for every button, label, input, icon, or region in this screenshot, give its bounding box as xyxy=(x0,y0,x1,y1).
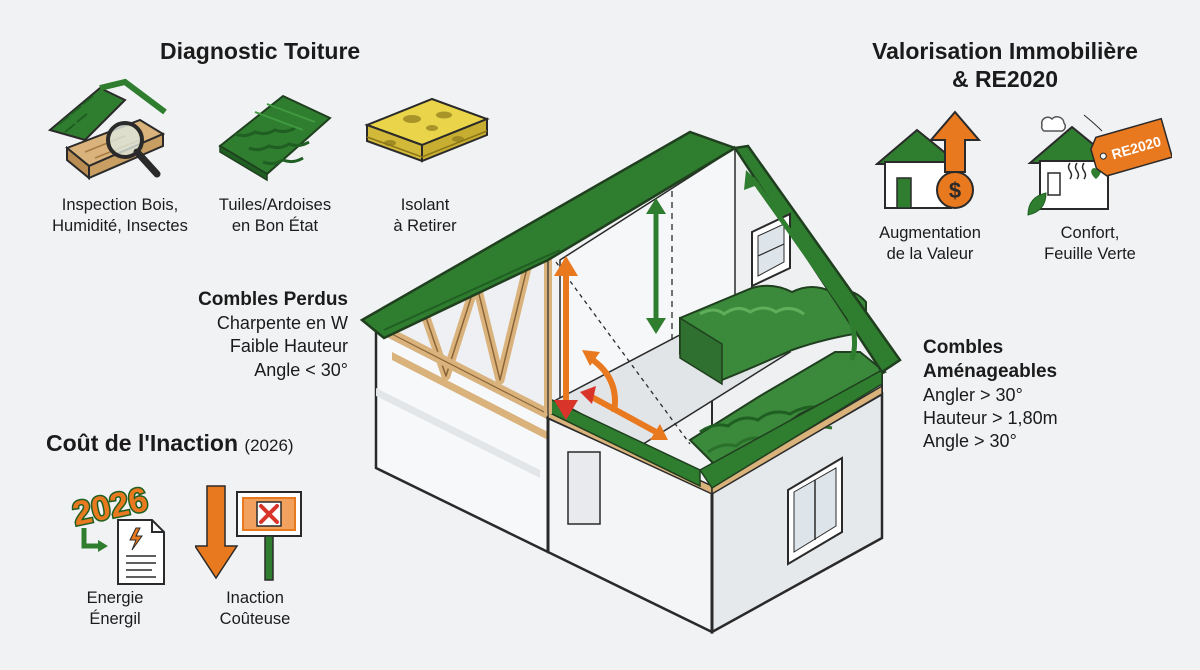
insulation-roll xyxy=(679,284,867,382)
wood-inspection-icon xyxy=(47,78,167,181)
angle-arc-arrow xyxy=(582,350,618,413)
combles-amenageables-block: Combles Aménageables Angler > 30° Hauteu… xyxy=(923,336,1163,454)
floor-beam-left xyxy=(392,352,548,440)
interior-doorway xyxy=(567,451,601,525)
house-value-up-icon: $ xyxy=(875,110,982,209)
label-insulation: Isolant à Retirer xyxy=(393,196,457,236)
window-side xyxy=(787,456,843,566)
insulation-icon xyxy=(364,97,490,163)
label-roof-tiles: Tuiles/Ardoises en Bon État xyxy=(218,196,332,236)
valorisation-title: Valorisation Immobilière & RE2020 xyxy=(820,38,1190,93)
inaction-title-text: Coût de l'Inaction xyxy=(46,430,239,456)
roof-tiles-icon xyxy=(218,94,332,182)
costly-inaction-icon xyxy=(195,485,302,581)
height-arrow-green xyxy=(646,198,666,334)
height-arrow-orange xyxy=(554,256,578,420)
combles-perdus-block: Combles Perdus Charpente en W Faible Hau… xyxy=(150,288,348,382)
combles-amenageables-line: Angler > 30° xyxy=(923,384,1023,405)
combles-amenageables-line: Hauteur > 1,80m xyxy=(923,407,1058,428)
label-value-increase: Augmentation de la Valeur xyxy=(879,224,981,264)
valorisation-title-line1: Valorisation Immobilière xyxy=(872,38,1138,64)
roof-main xyxy=(359,130,738,340)
inaction-year: (2026) xyxy=(244,436,294,455)
eco-house-tag-icon: RE2020 xyxy=(1027,114,1172,216)
label-energy: Energie Énergil xyxy=(86,589,144,629)
energy-bill-icon: 2026 xyxy=(68,479,165,585)
diagnostic-title: Diagnostic Toiture xyxy=(160,38,361,64)
combles-amenageables-title-line2: Aménageables xyxy=(923,360,1058,382)
label-wood-inspection: Inspection Bois, Humidité, Insectes xyxy=(52,196,188,236)
inaction-title: Coût de l'Inaction (2026) xyxy=(46,430,294,458)
combles-perdus-line: Angle < 30° xyxy=(254,359,348,380)
combles-perdus-line: Faible Hauteur xyxy=(229,336,348,357)
svg-text:$: $ xyxy=(949,178,961,203)
depth-arrow-orange xyxy=(580,386,668,440)
combles-amenageables-title-line1: Combles xyxy=(923,337,1004,358)
combles-amenageables-line: Angle > 30° xyxy=(923,431,1017,452)
valorisation-title-line2: & RE2020 xyxy=(951,65,1059,92)
window-gable xyxy=(751,212,791,288)
label-comfort: Confort, Feuille Verte xyxy=(1044,224,1136,264)
combles-perdus-line: Charpente en W xyxy=(216,312,348,333)
slope-arrow-green xyxy=(744,170,858,361)
combles-perdus-title: Combles Perdus xyxy=(198,289,348,310)
label-costly-inaction: Inaction Coûteuse xyxy=(219,589,291,629)
